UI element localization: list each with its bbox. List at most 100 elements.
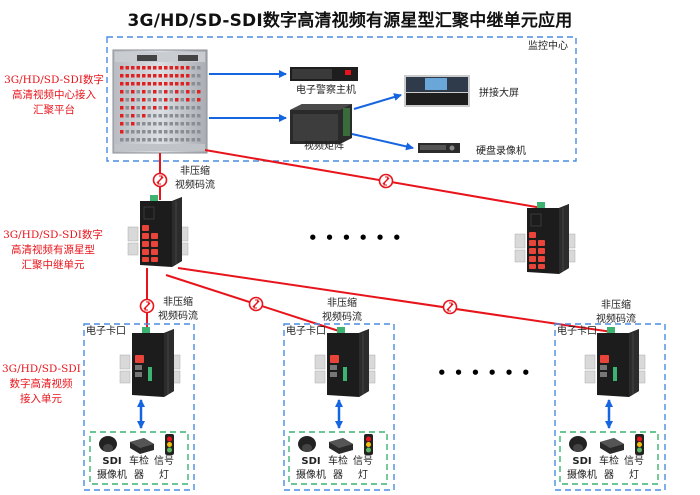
relay-unit-1 [127, 194, 189, 268]
fiber-link-icon [248, 296, 264, 312]
rack-port [142, 122, 146, 126]
relay-unit-label: 3G/HD/SD-SDI数字 高清视频有源星型 汇聚中继单元 [3, 228, 103, 273]
rack-port [142, 106, 146, 110]
checkpoint-label-3: 电子卡口 [557, 326, 597, 337]
rack-port [153, 106, 157, 110]
device-label-line: 车检 [129, 456, 149, 467]
stream-line: 非压缩 [601, 300, 631, 311]
rack-port [125, 74, 129, 78]
rack-port [180, 90, 184, 94]
rack-port [186, 114, 190, 118]
rack-port [142, 74, 146, 78]
rack-port [197, 122, 201, 126]
rack-port [153, 66, 157, 70]
monitoring-center-zone [106, 36, 577, 162]
rack-port [125, 106, 129, 110]
rack-port [131, 114, 135, 118]
rack-port [191, 130, 195, 134]
rack-port [164, 106, 168, 110]
rack-port [125, 66, 129, 70]
rack-port [186, 122, 190, 126]
rack-port [175, 90, 179, 94]
rack-port [197, 90, 201, 94]
rack-port [147, 122, 151, 126]
device-label-line: 信号 [154, 456, 174, 467]
rack-port [158, 114, 162, 118]
rack-port [136, 74, 140, 78]
rack-port [164, 66, 168, 70]
stream-line: 视频码流 [322, 312, 362, 323]
device-group-1 [89, 431, 189, 485]
checkpoint-zone-2 [283, 323, 395, 491]
rack-port [197, 74, 201, 78]
rack-port [147, 66, 151, 70]
video-wall-icon [404, 75, 470, 107]
rack-port [153, 114, 157, 118]
rack-port [142, 82, 146, 86]
rack-port [131, 66, 135, 70]
rack-port [120, 130, 124, 134]
arrow-to-video-wall [353, 93, 402, 110]
rack-port [186, 130, 190, 134]
police-host-label: 电子警察主机 [296, 85, 356, 96]
stream-label-access-2: 非压缩 视频码流 [322, 297, 362, 325]
rack-port [136, 122, 140, 126]
stream-line: 非压缩 [180, 166, 210, 177]
rack-port [131, 90, 135, 94]
fiber-link-icon [378, 173, 394, 189]
rack-port [164, 138, 168, 142]
rack-port [158, 106, 162, 110]
rack-port [191, 106, 195, 110]
rack-port [136, 82, 140, 86]
rack-port [136, 106, 140, 110]
rack-port [142, 130, 146, 134]
label-line: 接入单元 [20, 393, 62, 405]
device-label-line: 信号 [624, 456, 644, 467]
rack-port [180, 114, 184, 118]
rack-port [153, 74, 157, 78]
rack-port [175, 106, 179, 110]
label-line: 高清视频有源星型 [11, 244, 95, 256]
rack-port [180, 66, 184, 70]
rack-port [147, 90, 151, 94]
rack-port [147, 106, 151, 110]
rack-port [142, 98, 146, 102]
video-matrix-label: 视频矩阵 [304, 141, 344, 152]
rack-port [158, 90, 162, 94]
rack-port [197, 114, 201, 118]
rack-port [147, 138, 151, 142]
dvr-label: 硬盘录像机 [476, 146, 526, 157]
rack-port [125, 122, 129, 126]
rack-port [136, 138, 140, 142]
rack-port [131, 74, 135, 78]
monitoring-center-label: 监控中心 [528, 41, 568, 52]
device-label-line: 灯 [159, 470, 169, 481]
rack-port [175, 66, 179, 70]
device-label-line: 摄像机 [97, 470, 127, 481]
rack-port [175, 82, 179, 86]
rack-port [153, 90, 157, 94]
rack-port [180, 138, 184, 142]
rack-port [180, 98, 184, 102]
rack-port [180, 130, 184, 134]
checkpoint-zone-1 [83, 323, 195, 491]
rack-port [136, 130, 140, 134]
rack-port [175, 98, 179, 102]
rack-port [136, 66, 140, 70]
rack-port [169, 74, 173, 78]
device-label: 车检器 [121, 455, 157, 483]
rack-port [125, 82, 129, 86]
rack-port [131, 130, 135, 134]
rack-port [131, 106, 135, 110]
rack-port [169, 98, 173, 102]
device-label: 车检器 [591, 455, 627, 483]
more-checkpoints-ellipsis: • • • • • • [437, 364, 532, 382]
rack-port [197, 106, 201, 110]
device-label-line: 车检 [328, 456, 348, 467]
fiber-center-to-relay-2 [204, 149, 543, 209]
rack-port [125, 130, 129, 134]
rack-port [164, 114, 168, 118]
